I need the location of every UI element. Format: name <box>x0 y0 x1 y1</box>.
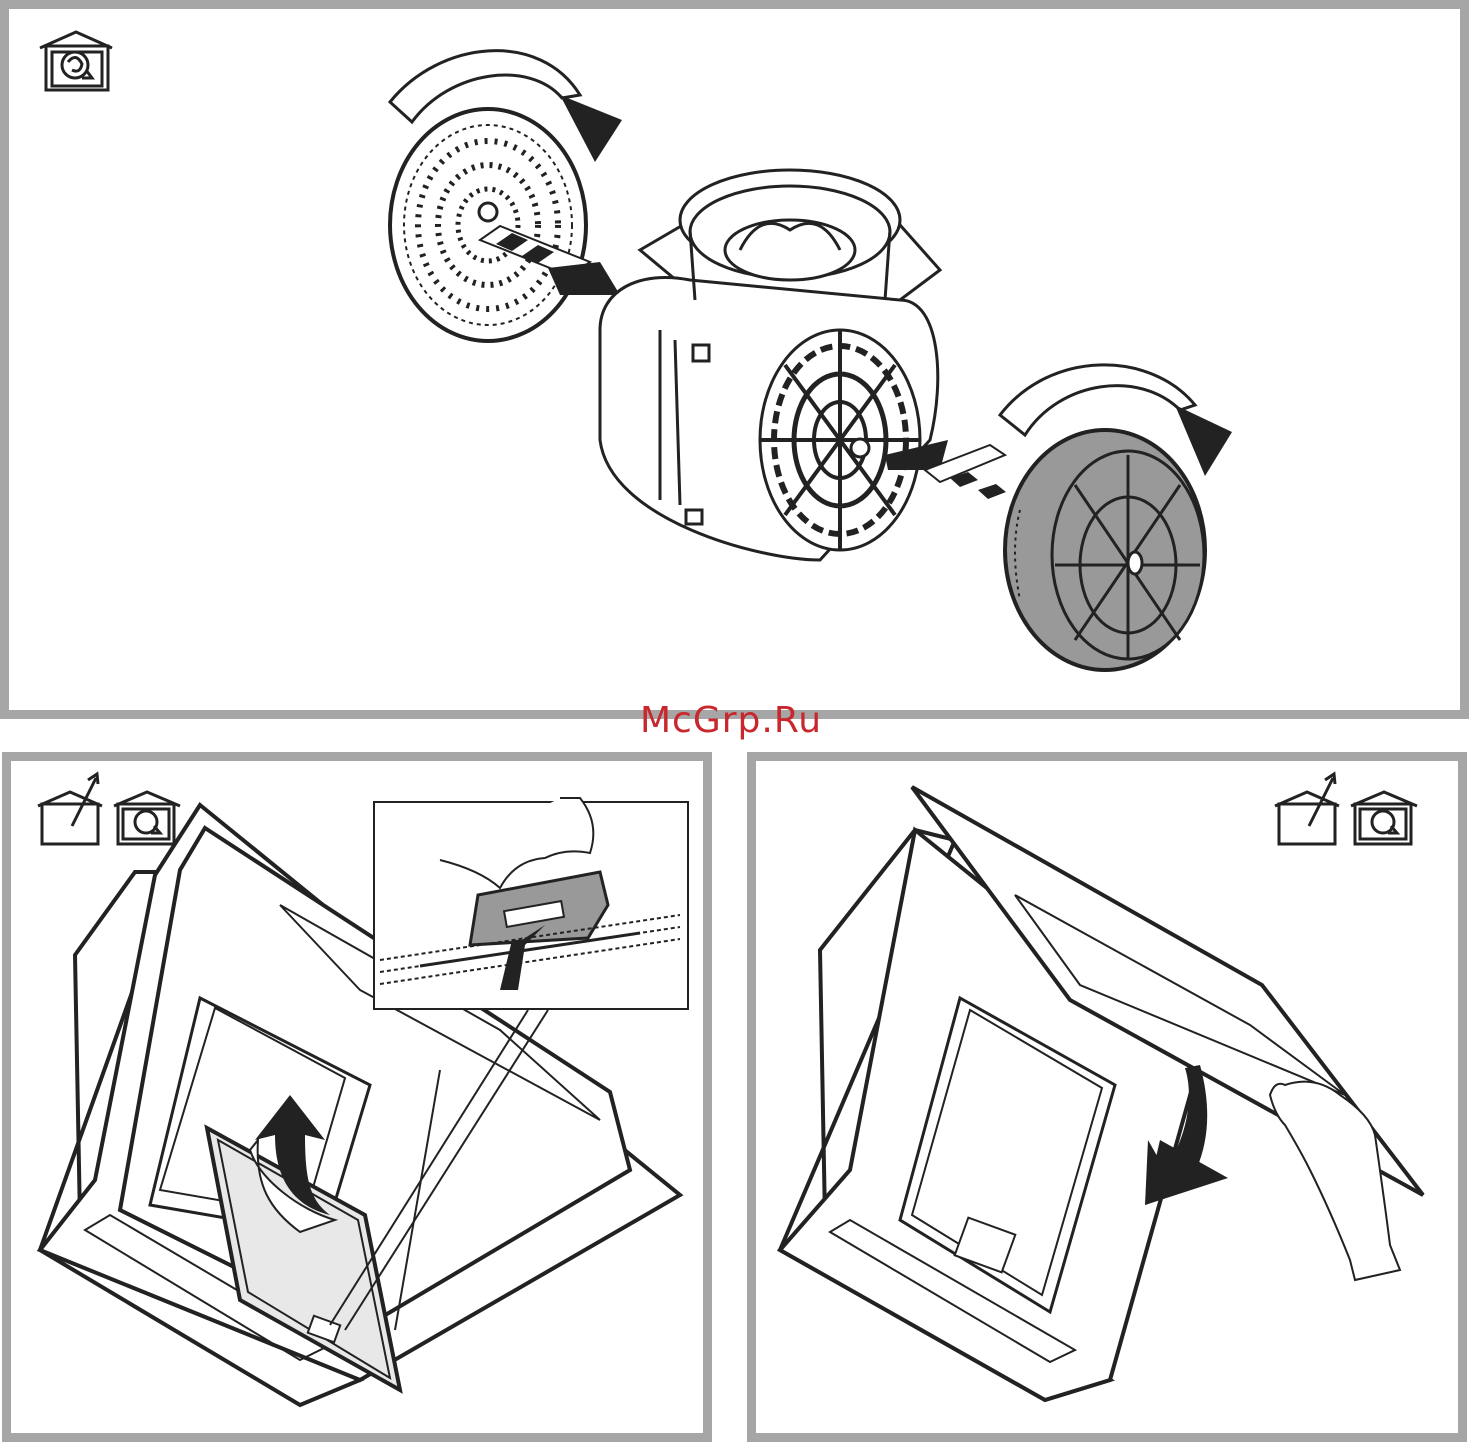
recirculation-mode-icon <box>1351 792 1417 844</box>
hand <box>1270 1082 1400 1280</box>
extraction-mode-icon <box>1275 774 1339 844</box>
